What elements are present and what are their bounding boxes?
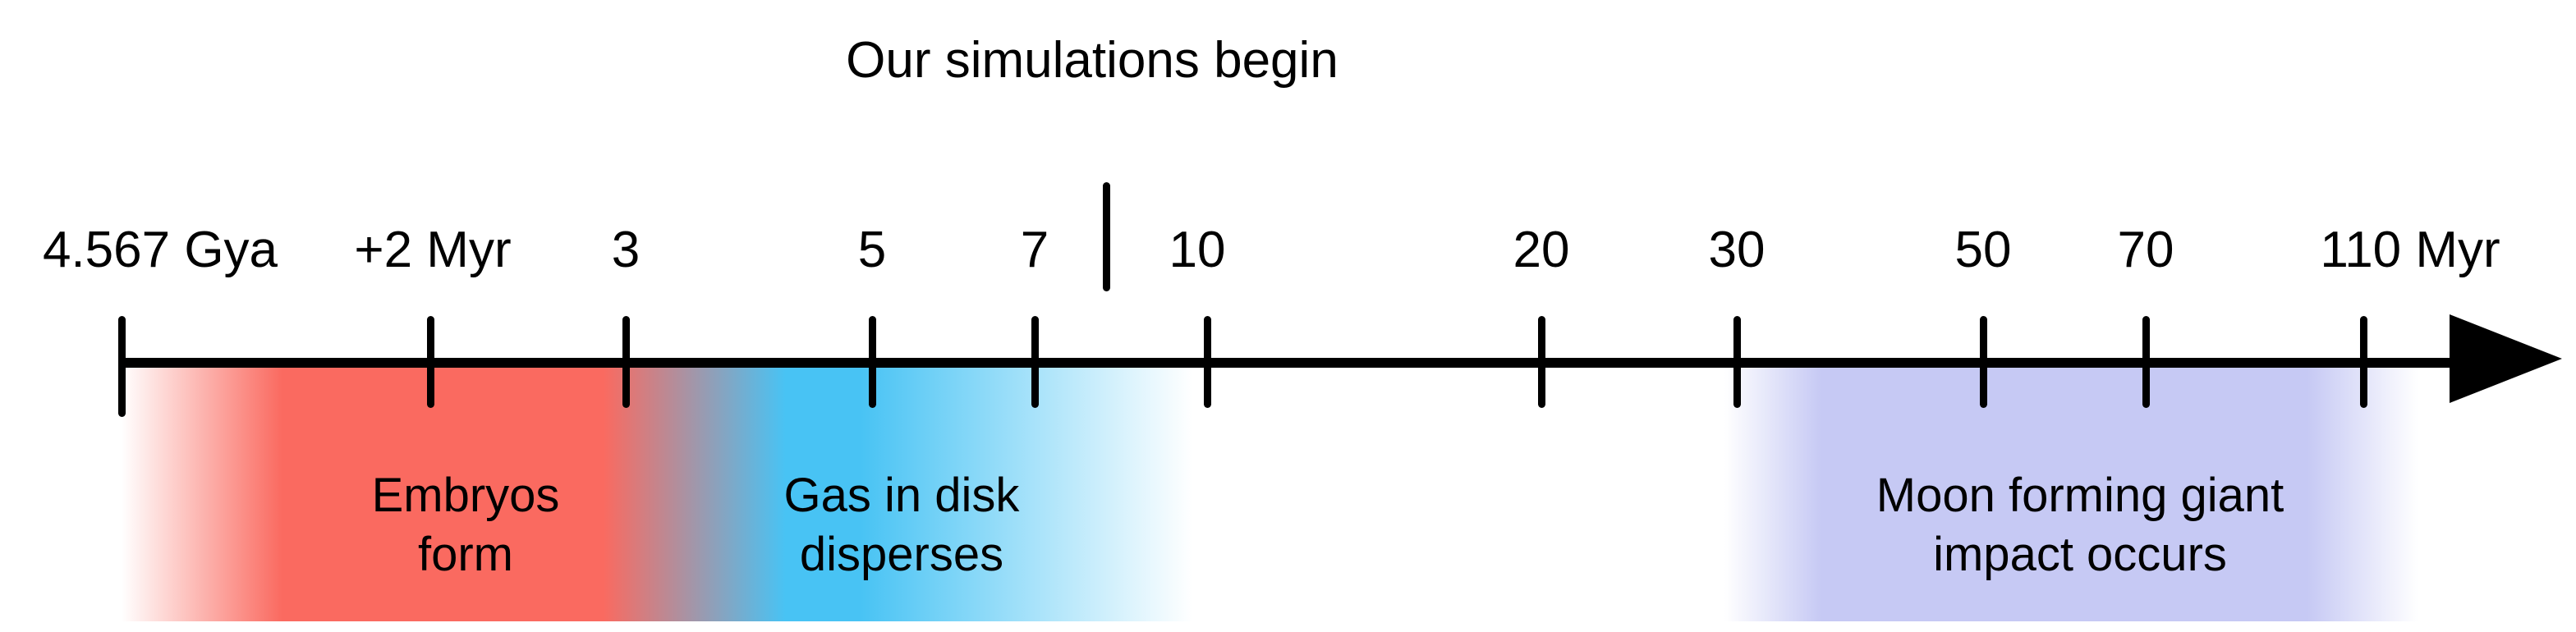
tick-mark-10 xyxy=(1204,316,1211,408)
tick-mark-30 xyxy=(1733,316,1741,408)
band-strip-embryos-gas xyxy=(122,368,1192,621)
band-label-moon-impact: Moon forming giant impact occurs xyxy=(1876,469,2284,581)
tick-mark-5 xyxy=(869,316,876,408)
tick-label-4567-gya: 4.567 Gya xyxy=(42,222,278,278)
band-label-gas-disperses: Gas in disk disperses xyxy=(783,469,1020,581)
tick-label-3: 3 xyxy=(611,222,641,278)
tick-label-50: 50 xyxy=(1954,222,2012,278)
tick-label-30: 30 xyxy=(1708,222,1766,278)
tick-label-10: 10 xyxy=(1169,222,1226,278)
tick-mark-3 xyxy=(622,316,630,408)
tick-label-2-myr: +2 Myr xyxy=(354,222,512,278)
axis-line xyxy=(122,358,2458,368)
tick-label-5: 5 xyxy=(857,222,887,278)
band-label-embryos-form: Embryos form xyxy=(371,469,560,581)
tick-label-110-myr: 110 Myr xyxy=(2320,222,2500,278)
tick-mark-2-myr xyxy=(427,316,434,408)
figure-title: Our simulations begin xyxy=(846,32,1339,89)
tick-label-70: 70 xyxy=(2117,222,2174,278)
simulations-begin-tick xyxy=(1103,182,1110,291)
tick-mark-20 xyxy=(1538,316,1545,408)
tick-mark-110 xyxy=(2360,316,2367,408)
axis-arrowhead-icon xyxy=(2450,314,2562,403)
tick-mark-4567-gya xyxy=(118,316,126,417)
tick-label-7: 7 xyxy=(1020,222,1049,278)
tick-mark-70 xyxy=(2142,316,2150,408)
tick-label-20: 20 xyxy=(1513,222,1570,278)
band-strip-moon-impact xyxy=(1724,368,2418,621)
tick-mark-7 xyxy=(1031,316,1039,408)
tick-mark-50 xyxy=(1980,316,1987,408)
